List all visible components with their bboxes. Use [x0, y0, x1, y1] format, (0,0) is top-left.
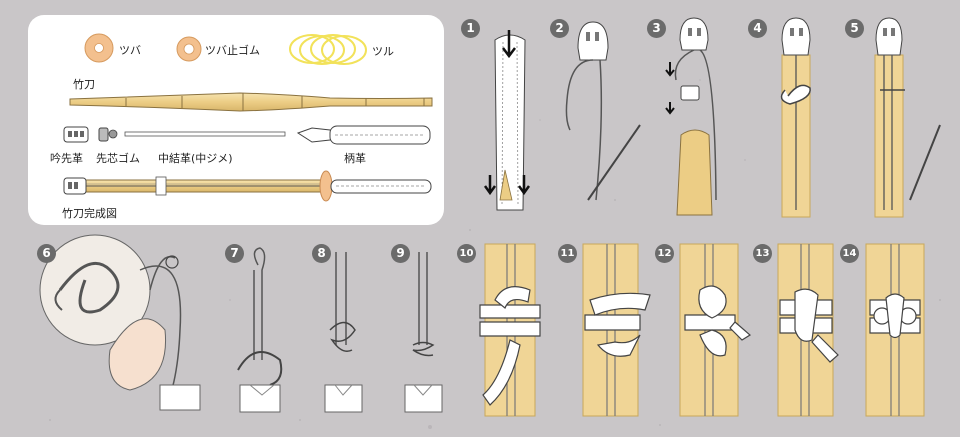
step-6-illustration [40, 235, 200, 410]
step-4-illustration [781, 18, 810, 217]
step-8-illustration [325, 252, 362, 412]
tsuba-stopper-icon [177, 37, 201, 61]
step-number-8: 8 [312, 244, 331, 263]
step-1-illustration [485, 30, 529, 210]
step-number-1: 1 [461, 19, 480, 38]
label-tsuba-dome-gomu: ツバ止ゴム [205, 42, 260, 58]
step-number-11: 11 [558, 244, 577, 263]
step-5-illustration [875, 18, 940, 217]
label-kansei: 竹刀完成図 [62, 205, 117, 221]
label-shinai: 竹刀 [73, 76, 95, 92]
step-number-12: 12 [655, 244, 674, 263]
sakigawa-icon [64, 127, 88, 142]
step-number-2: 2 [550, 19, 569, 38]
tsukagawa-icon [298, 126, 430, 144]
step-number-4: 4 [748, 19, 767, 38]
step-number-7: 7 [225, 244, 244, 263]
label-tsuba: ツバ [119, 42, 141, 58]
step-3-illustration [666, 18, 716, 215]
label-tsukagawa: 柄革 [344, 150, 366, 166]
step-number-6: 6 [37, 244, 56, 263]
step-7-illustration [238, 248, 281, 412]
tsuba-icon [85, 34, 113, 62]
step-number-13: 13 [753, 244, 772, 263]
label-sakigawa: 吟先革 [50, 150, 83, 166]
step-number-9: 9 [391, 244, 410, 263]
label-nakayui: 中結革(中ジメ) [158, 150, 233, 166]
label-tsuru: ツル [372, 43, 394, 59]
step-2-illustration [566, 22, 640, 200]
nakayui-icon [125, 132, 285, 136]
step-number-5: 5 [845, 19, 864, 38]
step-9-illustration [405, 252, 442, 412]
step-number-14: 14 [840, 244, 859, 263]
step-number-10: 10 [457, 244, 476, 263]
label-sakigomu: 先芯ゴム [96, 150, 140, 166]
step-number-3: 3 [647, 19, 666, 38]
